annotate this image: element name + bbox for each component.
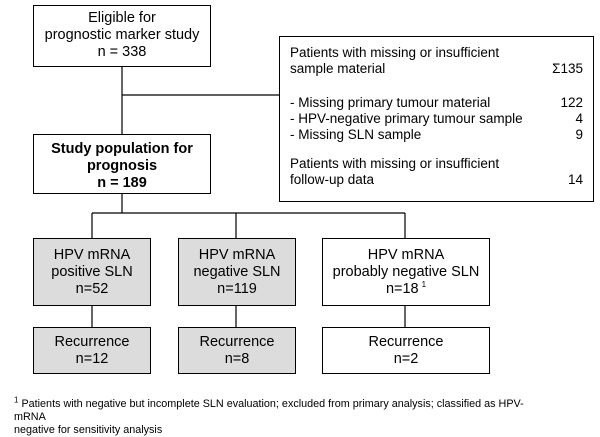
group-count: n=52 bbox=[75, 281, 109, 297]
recurrence-label: Recurrence bbox=[199, 334, 275, 350]
missing-sample-heading: Patients with missing or insufficient sa… bbox=[290, 45, 583, 77]
exclusion-item-label: - Missing SLN sample bbox=[290, 127, 422, 142]
recurrence-count: n=2 bbox=[393, 351, 419, 367]
missing-sample-total: Σ135 bbox=[552, 61, 583, 76]
exclusion-item: - HPV-negative primary tumour sample 4 bbox=[290, 111, 583, 127]
eligible-count: n = 338 bbox=[97, 44, 147, 60]
study-population-box: Study population for prognosis n = 189 bbox=[33, 134, 211, 194]
recurrence-label: Recurrence bbox=[368, 334, 444, 350]
followup-line2: follow-up data bbox=[290, 172, 375, 187]
recurrence-box-negative: Recurrence n=8 bbox=[178, 327, 296, 374]
group-box-positive-sln: HPV mRNA positive SLN n=52 bbox=[33, 238, 151, 306]
recurrence-label: Recurrence bbox=[54, 334, 130, 350]
exclusion-item-value: 9 bbox=[575, 127, 583, 142]
missing-sample-line1: Patients with missing or insufficient bbox=[290, 45, 500, 60]
missing-sample-line2: sample material bbox=[290, 61, 386, 76]
study-count: n = 189 bbox=[97, 175, 147, 191]
group-line1: HPV mRNA bbox=[367, 247, 445, 263]
followup-heading: Patients with missing or insufficient fo… bbox=[290, 156, 583, 188]
followup-line1: Patients with missing or insufficient bbox=[290, 156, 500, 171]
eligible-line1: Eligible for bbox=[88, 10, 156, 26]
exclusion-item-label: - Missing primary tumour material bbox=[290, 95, 491, 110]
group-line1: HPV mRNA bbox=[53, 247, 131, 263]
exclusion-item: - Missing SLN sample 9 bbox=[290, 127, 583, 143]
footnote-marker: 1 bbox=[421, 280, 427, 290]
footnote: 1 Patients with negative but incomplete … bbox=[14, 395, 534, 437]
exclusion-item-value: 122 bbox=[560, 95, 583, 110]
group-count: n=119 bbox=[217, 281, 257, 297]
recurrence-box-positive: Recurrence n=12 bbox=[33, 327, 151, 374]
eligible-box: Eligible for prognostic marker study n =… bbox=[33, 5, 211, 67]
recurrence-box-probably-negative: Recurrence n=2 bbox=[322, 327, 490, 374]
footnote-line1: 1 Patients with negative but incomplete … bbox=[14, 395, 534, 424]
footnote-text-line2: negative for sensitivity analysis bbox=[14, 424, 163, 436]
exclusion-item-value: 4 bbox=[575, 111, 583, 126]
footnote-marker: 1 bbox=[14, 395, 19, 405]
study-line1: Study population for bbox=[51, 141, 193, 157]
group-box-negative-sln: HPV mRNA negative SLN n=119 bbox=[178, 238, 296, 306]
study-line2: prognosis bbox=[86, 158, 158, 174]
exclusion-item: - Missing primary tumour material 122 bbox=[290, 95, 583, 111]
group-count: n=18 bbox=[385, 281, 419, 297]
followup-value: 14 bbox=[567, 172, 583, 187]
recurrence-count: n=8 bbox=[224, 351, 250, 367]
footnote-text-line1: Patients with negative but incomplete SL… bbox=[14, 398, 524, 423]
eligible-line2: prognostic marker study bbox=[44, 27, 200, 43]
recurrence-count: n=12 bbox=[75, 351, 109, 367]
group-line2: probably negative SLN bbox=[332, 264, 480, 280]
group-line2: positive SLN bbox=[51, 264, 133, 280]
group-line2: negative SLN bbox=[193, 264, 281, 280]
group-line1: HPV mRNA bbox=[198, 247, 276, 263]
exclusion-item-label: - HPV-negative primary tumour sample bbox=[290, 111, 523, 126]
exclusion-box: Patients with missing or insufficient sa… bbox=[279, 36, 594, 202]
